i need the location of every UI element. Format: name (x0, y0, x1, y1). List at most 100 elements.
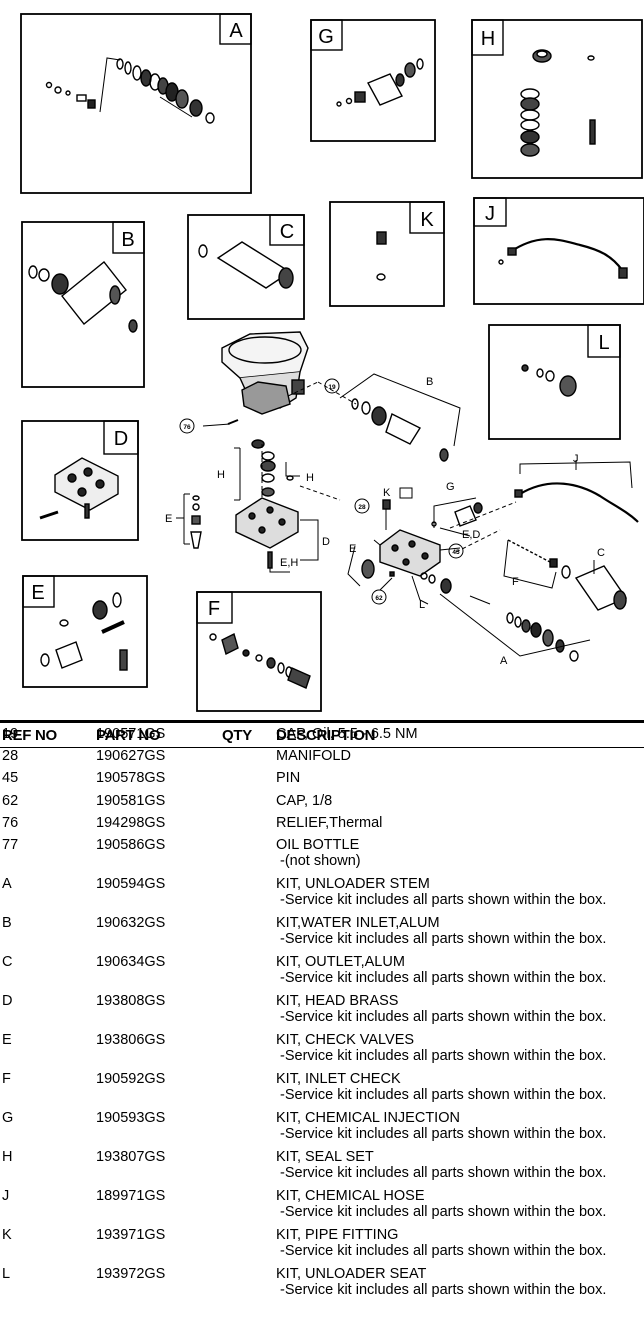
description-cell: OIL BOTTLE-(not shown) (276, 837, 361, 869)
description-text: KIT, UNLOADER SEAT (276, 1266, 427, 1282)
callout-19: 19 (328, 384, 336, 391)
label-c: C (597, 547, 605, 559)
description-note: -(not shown) (280, 853, 361, 869)
description-cell: KIT, HEAD BRASS-Service kit includes all… (276, 993, 606, 1025)
table-row: H 193807GS KIT, SEAL SET-Service kit inclu… (0, 1149, 644, 1188)
label-f: F (512, 576, 519, 588)
kit-box-j: J (473, 197, 644, 305)
part-no-cell: 193807GS (96, 1149, 166, 1165)
part-no-cell: 190632GS (96, 915, 166, 931)
description-cell: KIT, SEAL SET-Service kit includes all p… (276, 1149, 606, 1181)
part-no-cell: 193971GS (96, 1227, 166, 1243)
description-cell: CAP, 1/8 (276, 793, 332, 809)
kit-box-a: A (20, 13, 252, 194)
description-note: -Service kit includes all parts shown wi… (280, 1243, 607, 1259)
ref-no-cell: B (2, 915, 12, 931)
label-k: K (383, 487, 391, 499)
pump-assembly (190, 331, 639, 662)
description-cell: KIT, UNLOADER SEAT-Service kit includes … (276, 1266, 606, 1298)
description-text: KIT, PIPE FITTING (276, 1227, 399, 1243)
kit-box-f-letter: F (208, 598, 220, 620)
description-note: -Service kit includes all parts shown wi… (280, 1087, 607, 1103)
kit-box-k: K (329, 201, 445, 307)
description-cell: KIT, CHECK VALVES-Service kit includes a… (276, 1032, 606, 1064)
label-d: D (322, 536, 330, 548)
kit-box-d: D (21, 420, 139, 541)
description-cell: KIT, UNLOADER STEM-Service kit includes … (276, 876, 606, 908)
description-cell: PIN (276, 770, 300, 786)
ref-no-cell: 77 (2, 837, 19, 853)
ref-no-cell: E (2, 1032, 12, 1048)
description-cell: KIT, OUTLET,ALUM-Service kit includes al… (276, 954, 606, 986)
description-cell: KIT, CHEMICAL INJECTION-Service kit incl… (276, 1110, 606, 1142)
kit-box-g: G (310, 19, 436, 142)
description-text: OIL BOTTLE (276, 837, 360, 853)
label-g: G (446, 481, 455, 493)
table-row: B 190632GS KIT,WATER INLET,ALUM-Service ki… (0, 915, 644, 954)
description-text: RELIEF,Thermal (276, 815, 383, 831)
description-text: KIT, CHECK VALVES (276, 1032, 415, 1048)
header-description: DESCRIPTION (276, 727, 376, 744)
exploded-labels: B H H E D E,H K G E,D J E F C L A (165, 376, 605, 667)
callout-45: 45 (452, 549, 460, 556)
callout-76: 76 (183, 424, 191, 431)
kit-box-h-letter: H (481, 28, 495, 50)
label-e: E (165, 513, 172, 525)
part-no-cell: 190578GS (96, 770, 166, 786)
ref-no-cell: G (2, 1110, 14, 1126)
kit-box-g-letter: G (318, 26, 334, 48)
description-note: -Service kit includes all parts shown wi… (280, 1165, 607, 1181)
description-text: KIT,WATER INLET,ALUM (276, 915, 440, 931)
ref-no-cell: 28 (2, 748, 19, 764)
ref-no-cell: F (2, 1071, 11, 1087)
kit-box-l-letter: L (598, 332, 609, 354)
kit-box-e: E (22, 575, 148, 688)
kit-box-f: F (196, 591, 322, 712)
table-header: REF NO PART NO QTY DESCRIPTION (0, 720, 644, 748)
description-text: KIT, OUTLET,ALUM (276, 954, 405, 970)
description-text: KIT, CHEMICAL HOSE (276, 1188, 425, 1204)
ref-no-cell: A (2, 876, 12, 892)
description-cell: RELIEF,Thermal (276, 815, 382, 831)
description-note: -Service kit includes all parts shown wi… (280, 970, 607, 986)
kit-box-k-letter: K (420, 209, 434, 231)
part-no-cell: 193808GS (96, 993, 166, 1009)
kit-box-b: B (21, 221, 145, 388)
label-j: J (573, 453, 579, 465)
description-note: -Service kit includes all parts shown wi… (280, 1009, 607, 1025)
description-note: -Service kit includes all parts shown wi… (280, 1048, 607, 1064)
description-text: KIT, CHEMICAL INJECTION (276, 1110, 460, 1126)
kit-box-c-letter: C (280, 221, 294, 243)
description-note: -Service kit includes all parts shown wi… (280, 931, 607, 947)
callout-circles: 19 76 28 45 62 (179, 378, 464, 605)
part-no-cell: 190592GS (96, 1071, 166, 1087)
label-e2: E (349, 543, 356, 555)
ref-no-cell: 76 (2, 815, 19, 831)
kit-box-c: C (187, 214, 305, 320)
ref-no-cell: L (2, 1266, 11, 1282)
description-text: KIT, HEAD BRASS (276, 993, 399, 1009)
part-no-cell: 190634GS (96, 954, 166, 970)
ref-no-cell: H (2, 1149, 13, 1165)
label-ed: E,D (462, 529, 480, 541)
table-row: 76 194298GS RELIEF,Thermal (0, 815, 644, 837)
description-cell: CAP, Oil, 5.5 - 6.5 NM (276, 726, 418, 742)
kit-box-h: H (471, 19, 643, 179)
description-text: KIT, UNLOADER STEM (276, 876, 430, 892)
part-no-cell: 190581GS (96, 793, 166, 809)
description-cell: KIT,WATER INLET,ALUM-Service kit include… (276, 915, 606, 947)
description-cell: KIT, INLET CHECK-Service kit includes al… (276, 1071, 606, 1103)
description-cell: KIT, PIPE FITTING-Service kit includes a… (276, 1227, 606, 1259)
kit-box-e-letter: E (31, 582, 44, 604)
part-no-cell: 194298GS (96, 815, 166, 831)
callout-28: 28 (358, 504, 366, 511)
